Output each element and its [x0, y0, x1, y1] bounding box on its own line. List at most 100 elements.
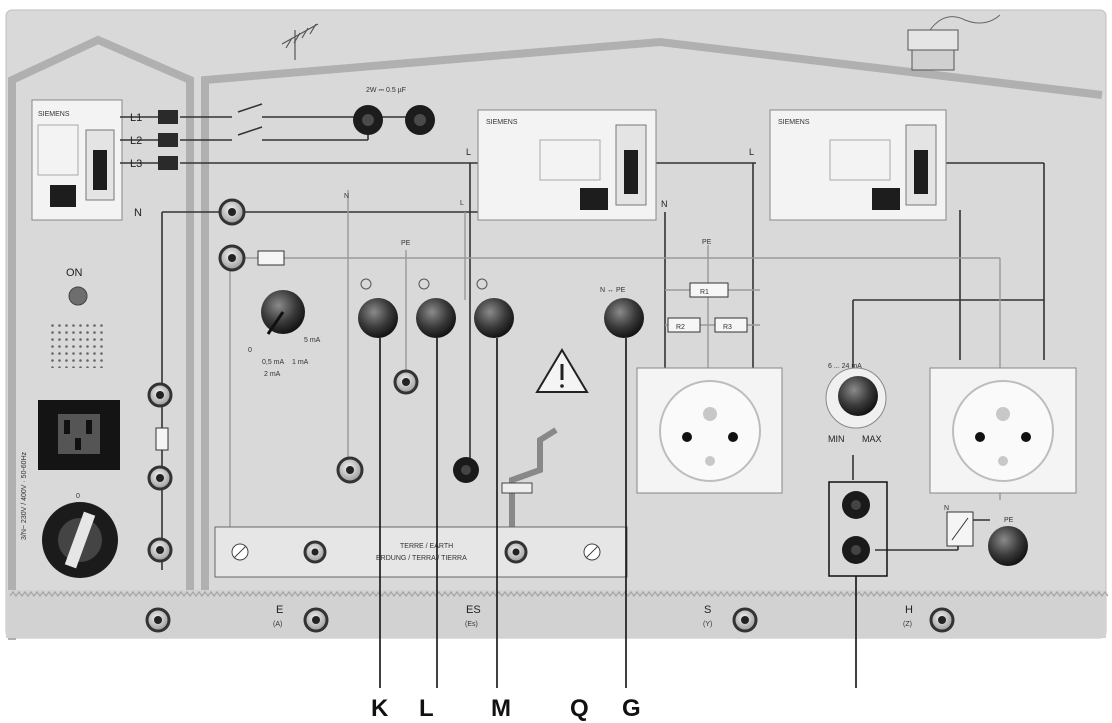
pe-switch-n-label: N	[944, 505, 949, 512]
label-l1: L1	[130, 112, 142, 124]
terminal-e-sub: (A)	[273, 621, 282, 628]
selector-2-label: 2 mA	[264, 371, 281, 378]
key-switch[interactable]	[42, 502, 118, 578]
on-indicator-led	[68, 286, 88, 306]
resistor-r3	[714, 317, 748, 333]
rcd-breaker-1: SIEMENS	[477, 109, 657, 221]
callout-l: L	[419, 695, 434, 722]
rcd-1-brand: SIEMENS	[486, 119, 518, 126]
fuse-holder[interactable]	[155, 427, 169, 451]
resistor-pe-label: PE	[702, 239, 712, 246]
callout-leaders	[379, 338, 857, 688]
callout-q: Q	[570, 695, 589, 722]
pe-button-label: PE	[1004, 517, 1014, 524]
n-pe-label: N ↔ PE	[600, 287, 626, 294]
pe-disconnect-button[interactable]	[988, 526, 1028, 566]
chimney-icon	[907, 14, 1001, 71]
rcd-1-toggle[interactable]	[624, 150, 638, 194]
jack-pair-frame	[828, 481, 888, 577]
selector-0-label: 0	[248, 347, 252, 354]
terminal-es-letter: ES	[466, 604, 481, 616]
callout-k: K	[371, 695, 389, 722]
r3-label: R3	[723, 324, 732, 331]
pe-switch-contact	[951, 517, 969, 541]
resistor-r1	[689, 282, 729, 298]
terminal-h-sub: (Z)	[903, 621, 912, 628]
bottom-jack-ground[interactable]	[145, 607, 171, 633]
left-jack-3[interactable]	[147, 537, 173, 563]
earth-jack-1[interactable]	[303, 540, 327, 564]
selector-05-label: 0,5 mA	[262, 359, 285, 366]
earth-label-1: TERRE / EARTH	[400, 543, 453, 550]
left-house-outline	[8, 35, 194, 640]
rcd-2-brand: SIEMENS	[778, 119, 810, 126]
pe-mid-jack[interactable]	[393, 369, 419, 395]
socket-outlet-1[interactable]	[636, 367, 783, 494]
rcd-1-test-button[interactable]	[580, 188, 608, 210]
fault-button-m[interactable]	[474, 298, 514, 338]
power-inlet[interactable]	[38, 400, 120, 470]
terminal-s-letter: S	[704, 604, 711, 616]
label-l2: L2	[130, 135, 142, 147]
leakage-current-knob[interactable]	[825, 367, 887, 429]
measurement-jack-1[interactable]	[842, 491, 870, 519]
left-jack-2[interactable]	[147, 465, 173, 491]
breaker-test-button[interactable]	[50, 185, 76, 207]
phase-terminal-block	[158, 110, 178, 170]
terminal-s-sub: (Y)	[703, 621, 712, 628]
left-jack-1[interactable]	[147, 382, 173, 408]
key-zero-label: 0	[76, 493, 80, 500]
measurement-jack-2[interactable]	[842, 536, 870, 564]
main-house-outline	[201, 37, 1103, 600]
fault-button-k[interactable]	[358, 298, 398, 338]
terminal-h-letter: H	[905, 604, 913, 616]
r2-label: R2	[676, 324, 685, 331]
neutral-jack[interactable]	[218, 198, 246, 226]
fault-button-q[interactable]	[604, 298, 644, 338]
terminal-es-sub: (Es)	[465, 621, 478, 628]
callout-m: M	[491, 695, 511, 722]
breaker-brand-label: SIEMENS	[38, 111, 70, 118]
rcd-2-test-button[interactable]	[872, 188, 900, 210]
earth-label-2: ERDUNG / TERRA / TIERRA	[376, 555, 467, 562]
m-l-label: L	[460, 200, 464, 207]
l-low-jack[interactable]	[453, 457, 479, 483]
callout-g: G	[622, 695, 641, 722]
warning-icon	[535, 348, 589, 393]
k-n-label: N	[344, 193, 349, 200]
antenna-icon	[281, 23, 319, 60]
resistor-r2	[667, 317, 701, 333]
fault-selector-knob[interactable]	[261, 290, 305, 335]
bottom-terminal-strip	[6, 590, 1106, 638]
knob-max-label: MAX	[862, 434, 882, 444]
r1-label: R1	[700, 289, 709, 296]
earth-electrode-icon	[509, 427, 558, 530]
capacitor-jack-1[interactable]	[353, 105, 383, 135]
rcd-2-l-label: L	[749, 147, 754, 157]
on-label: ON	[66, 267, 83, 279]
socket-1-n-label: N	[661, 199, 668, 209]
pe-jack[interactable]	[218, 244, 246, 272]
selector-5-label: 5 mA	[304, 337, 321, 344]
bottom-jack-s[interactable]	[732, 607, 758, 633]
earth-jack-2[interactable]	[504, 540, 528, 564]
earth-screw-2	[583, 543, 601, 561]
rcd-2-toggle[interactable]	[914, 150, 928, 194]
bottom-jack-h[interactable]	[929, 607, 955, 633]
rcd-breaker-2: SIEMENS	[769, 109, 947, 221]
l-pe-label: PE	[401, 240, 411, 247]
ma-range-label: 6 ... 24 mA	[828, 363, 862, 370]
earth-clamp-icon	[501, 482, 533, 494]
fault-button-l[interactable]	[416, 298, 456, 338]
button-indicators	[360, 278, 488, 290]
breaker-toggle[interactable]	[93, 150, 107, 190]
buzzer-grille-icon	[50, 320, 106, 368]
rating-text: 3/N~ 230V / 400V · 50-60Hz	[21, 451, 28, 540]
capacitor-jack-2[interactable]	[405, 105, 435, 135]
socket-outlet-2[interactable]	[929, 367, 1077, 494]
bottom-jack-e[interactable]	[303, 607, 329, 633]
main-breaker: SIEMENS	[31, 99, 123, 221]
n-low-jack[interactable]	[336, 456, 364, 484]
